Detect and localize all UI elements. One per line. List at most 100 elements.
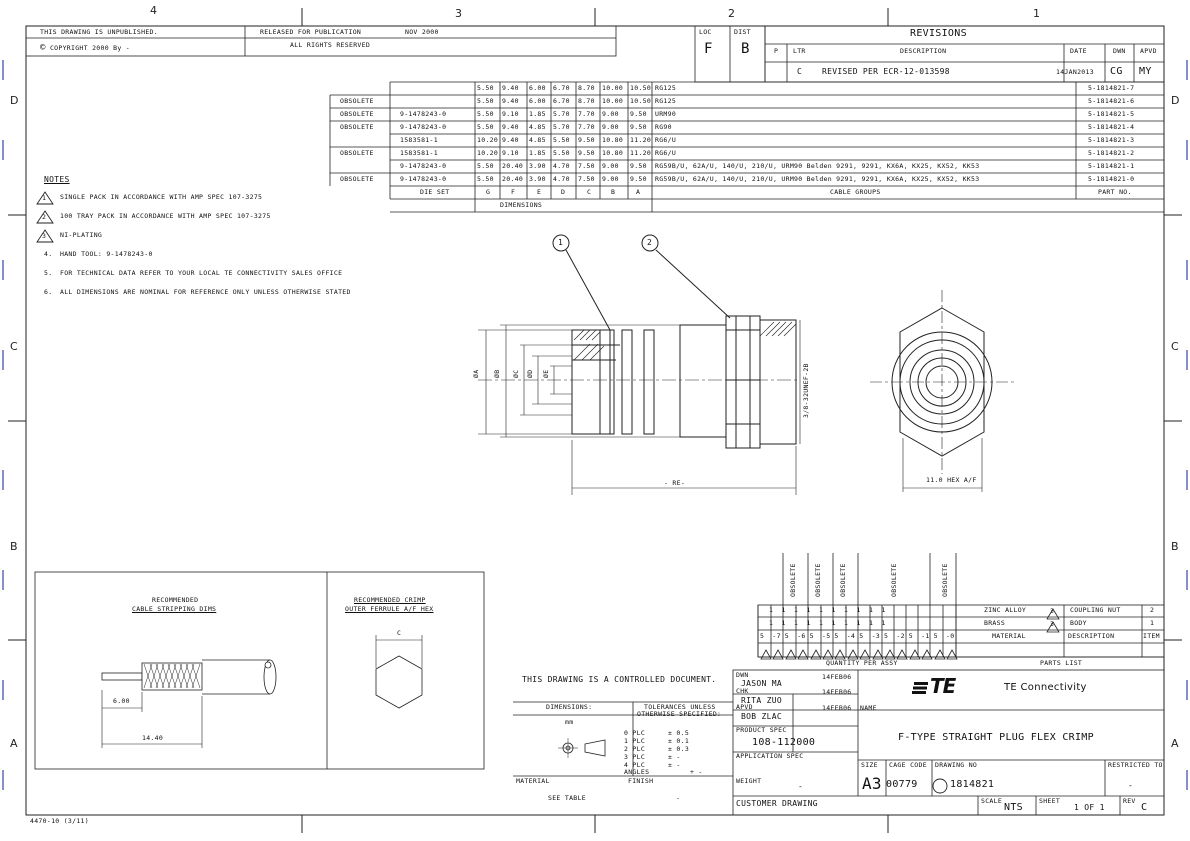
dim-cell-d: 6.70	[553, 97, 570, 105]
apvd-name: BOB ZLAC	[741, 712, 782, 721]
warning-triangle-icon	[797, 645, 809, 660]
dim-cell-die_set: 1583581-1	[400, 136, 438, 144]
dim-cell-e: 4.85	[529, 136, 546, 144]
dim-cell-part: 5-1814821-5	[1088, 110, 1135, 118]
obsolete-label: OBSOLETE	[890, 563, 898, 597]
zone-row-a-left: A	[10, 737, 18, 750]
dim-cell-cable: RG6/U	[655, 149, 677, 157]
qty-cell: 1	[856, 606, 861, 614]
copyright-label: COPYRIGHT 2000 By -	[49, 44, 130, 52]
rev-label: REV	[1123, 797, 1136, 805]
chk-date: 14FEB06	[822, 688, 852, 696]
qty-cell: 1	[856, 619, 861, 627]
weight-value: -	[798, 782, 804, 791]
dim-cell-f: 9.40	[502, 97, 519, 105]
zone-col-2: 2	[728, 7, 735, 20]
te-logo-icon	[912, 678, 928, 698]
dim-cell-b: 10.80	[602, 149, 624, 157]
dim-cell-b: 9.00	[602, 123, 619, 131]
dim-cell-d: 5.50	[553, 136, 570, 144]
qty-cell: 1	[869, 619, 874, 627]
rev-header-date: DATE	[1070, 47, 1087, 55]
qty-cell: 1	[781, 606, 786, 614]
strip-dim-1: 6.00	[113, 697, 130, 705]
dim-cell-f: 20.40	[502, 162, 524, 170]
dim-cell-d: 5.50	[553, 149, 570, 157]
rev-header-p: P	[774, 47, 779, 55]
qty-cell: 1	[794, 606, 799, 614]
note-number: 3	[42, 232, 47, 240]
dim-cell-die_set: 9-1478243-0	[400, 162, 447, 170]
dim-cell-f: 9.40	[502, 84, 519, 92]
hex-af-label: 11.0 HEX A/F	[926, 476, 977, 484]
dim-cell-c: 7.70	[578, 123, 595, 131]
dim-cell-c: 7.50	[578, 175, 595, 183]
cage-value: 00779	[886, 779, 918, 790]
warning-triangle-icon	[772, 645, 785, 660]
dim-cell-part: 5-1814821-1	[1088, 162, 1135, 170]
part-description: BODY	[1070, 619, 1087, 627]
apvd-label: APVD	[736, 703, 753, 711]
dim-cell-part: 5-1814821-3	[1088, 136, 1135, 144]
warning-triangle-icon	[909, 645, 921, 660]
plc-2-value: ± 0.3	[668, 745, 690, 753]
dim-cell-part: 5-1814821-7	[1088, 84, 1135, 92]
angles-label: ANGLES	[624, 768, 650, 776]
warning-triangle-icon	[809, 645, 822, 660]
dim-cell-a: 11.20	[630, 136, 652, 144]
sheet-label: SHEET	[1039, 797, 1061, 805]
rev-value: C	[1141, 802, 1148, 813]
dim-header-6: B	[611, 188, 616, 196]
weight-label: WEIGHT	[736, 777, 762, 785]
chk-label: CHK	[736, 687, 749, 695]
dim-cell-cable: RG125	[655, 97, 677, 105]
dim-label-re: - RE-	[664, 479, 686, 487]
part-2-triangle-icon	[1046, 618, 1060, 633]
dim-cell-a: 11.20	[630, 149, 652, 157]
dim-header-1: G	[486, 188, 491, 196]
dim-header-0: DIE SET	[420, 188, 450, 196]
te-logo: TE	[912, 676, 956, 698]
row-status: OBSOLETE	[340, 110, 374, 118]
dim-header-3: E	[537, 188, 542, 196]
note-text: NI-PLATING	[60, 231, 103, 239]
plc-1: 1 PLC	[624, 737, 646, 745]
qty-cell: 1	[781, 619, 786, 627]
rev-apvd: MY	[1139, 66, 1152, 77]
row-status: OBSOLETE	[340, 175, 374, 183]
unpublished-text: THIS DRAWING IS UNPUBLISHED.	[40, 28, 158, 36]
dimensions-label: DIMENSIONS	[500, 201, 543, 209]
plc-4-value: ± -	[668, 761, 681, 769]
cage-label: CAGE CODE	[889, 761, 927, 769]
obsolete-label: OBSOLETE	[941, 563, 949, 597]
qty-cell: 1	[819, 606, 824, 614]
part-material: BRASS	[984, 619, 1006, 627]
qty-cell: -5	[822, 632, 831, 640]
qty-cell: -1	[921, 632, 930, 640]
qty-cell: -2	[896, 632, 905, 640]
qty-cell: 1	[881, 619, 886, 627]
warning-triangle-icon	[760, 645, 772, 660]
part-1-triangle-icon	[1046, 605, 1060, 620]
dim-cell-e: 6.00	[529, 84, 546, 92]
dim-cell-die_set: 9-1478243-0	[400, 110, 447, 118]
product-spec-label: PRODUCT SPEC	[736, 726, 787, 734]
qty-cell: 1	[881, 606, 886, 614]
rights-text: ALL RIGHTS RESERVED	[290, 41, 371, 49]
restricted-label: RESTRICTED TO	[1108, 761, 1163, 769]
strip-dim-2: 14.40	[142, 734, 164, 742]
crimp-label: C	[397, 629, 402, 637]
warning-triangle-icon	[921, 645, 933, 660]
obsolete-label: OBSOLETE	[814, 563, 822, 597]
zone-row-d-left: D	[10, 94, 19, 107]
units-mm: mm	[565, 718, 574, 726]
drawing-no: 1814821	[950, 779, 995, 790]
dim-cell-e: 3.90	[529, 162, 546, 170]
warning-triangle-icon	[859, 645, 871, 660]
revisions-title: REVISIONS	[910, 28, 967, 39]
drawing-title: F-TYPE STRAIGHT PLUG FLEX CRIMP	[898, 732, 1094, 743]
qty-cell: 5	[834, 632, 839, 640]
dim-cell-g: 5.50	[477, 84, 494, 92]
release-date: NOV 2000	[405, 28, 439, 36]
dim-header-4: D	[561, 188, 566, 196]
